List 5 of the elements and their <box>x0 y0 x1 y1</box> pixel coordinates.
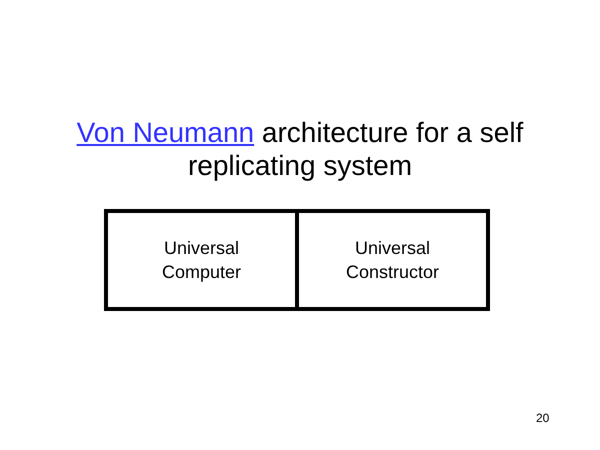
box-label: Universal Computer <box>160 237 242 284</box>
page-number: 20 <box>536 411 550 425</box>
box-label: Universal Constructor <box>344 237 440 284</box>
slide-title: Von Neumann architecture for a self replicating system <box>76 116 524 182</box>
link: Von Neumann <box>76 117 254 148</box>
